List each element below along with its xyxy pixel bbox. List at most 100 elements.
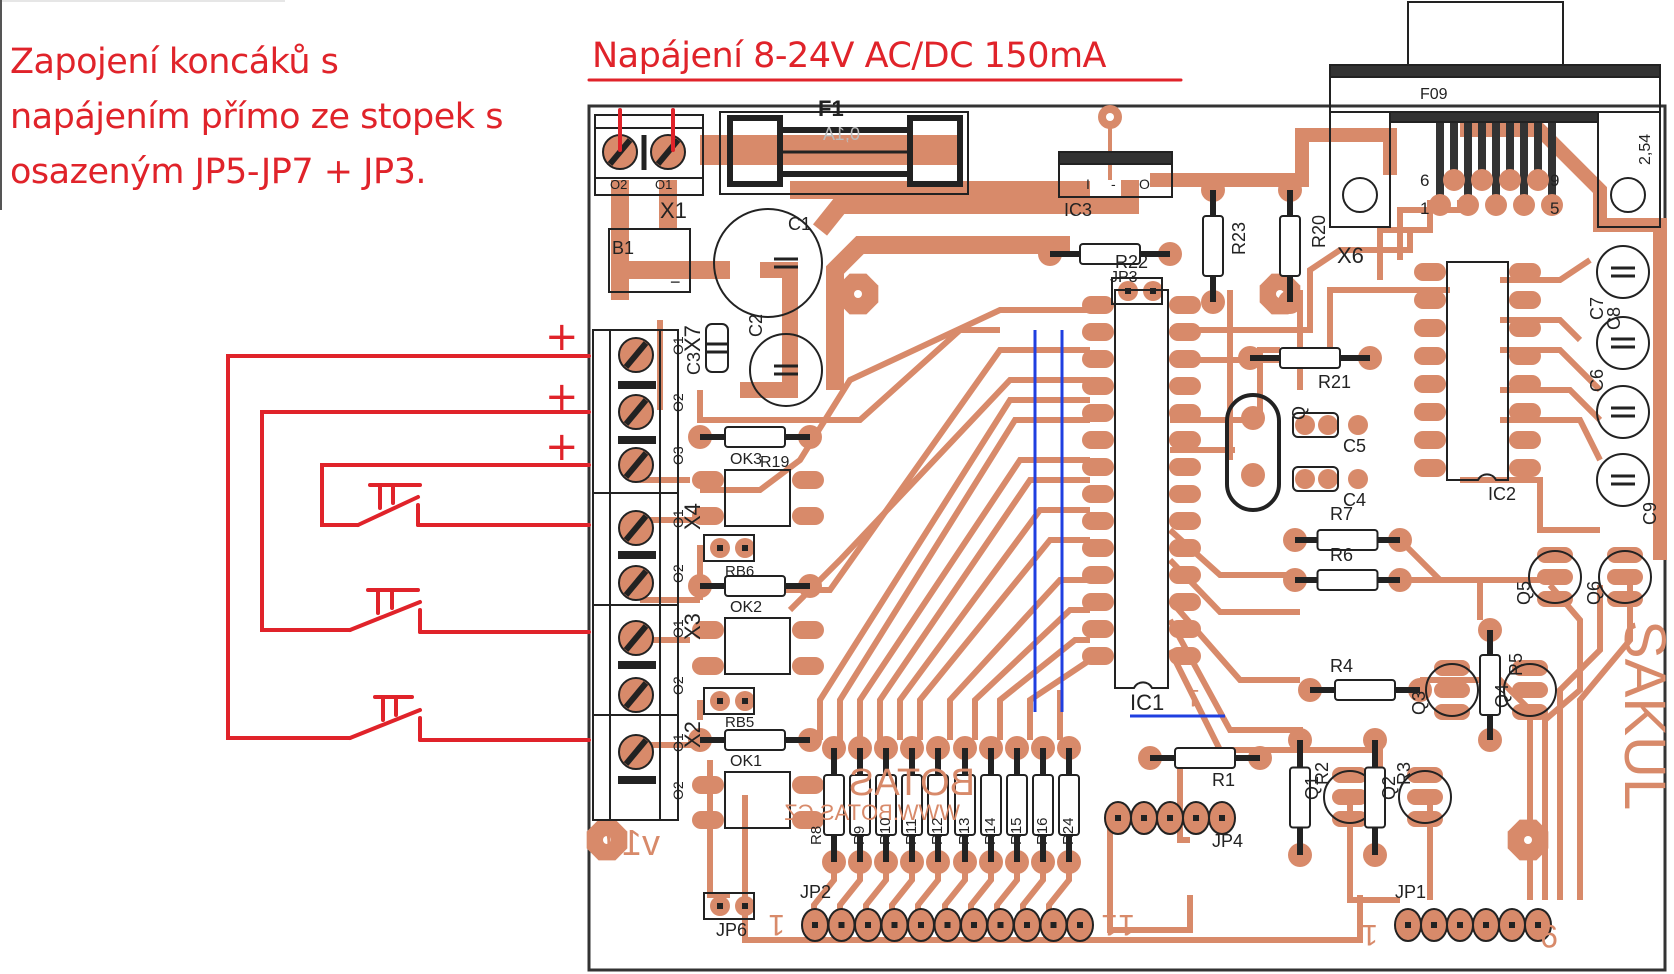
power-supply-note: Napájení 8-24V AC/DC 150mA [592, 36, 1107, 76]
wire-plus-2 [260, 410, 591, 632]
bridge-b1 [608, 228, 691, 293]
db9-pad [1499, 169, 1521, 191]
resistor-body [875, 774, 897, 836]
mirror-brand-text: BOTAS [849, 762, 975, 804]
opto-pad [692, 776, 724, 794]
opto-pad [792, 471, 824, 489]
ic2-pad [1414, 375, 1446, 393]
capacitor-c6 [1596, 385, 1650, 439]
ic2-pad [1509, 431, 1541, 449]
ic1-pad [1082, 296, 1114, 314]
transistor-q4 [1503, 663, 1557, 717]
ic2-pad [1509, 319, 1541, 337]
plus-markers: + + + [545, 314, 579, 470]
transistor-pad [1537, 591, 1573, 607]
resistor-body [1479, 654, 1501, 716]
capacitor-c7 [1596, 245, 1650, 299]
terminal-divider [618, 661, 656, 669]
label-c6: C6 [1587, 369, 1607, 392]
ic2-pad [1509, 375, 1541, 393]
optocoupler-ok3 [724, 469, 791, 527]
db9-pad [1429, 194, 1451, 216]
transistor-pad [1332, 767, 1368, 783]
ic2-pad [1414, 347, 1446, 365]
crystal-q [1225, 393, 1281, 512]
terminal-pin-label: O2 [670, 393, 686, 412]
transistor-pad [1434, 704, 1470, 720]
label-c5: C5 [1343, 436, 1366, 456]
optocoupler-ok1 [724, 771, 791, 829]
ic1-pad [1082, 485, 1114, 503]
resistor-body [1364, 766, 1386, 829]
ic1-pad [1082, 647, 1114, 665]
jp2-pin-hole [918, 922, 924, 928]
label-ic2: IC2 [1488, 484, 1516, 504]
label-f1: F1 [818, 96, 844, 121]
jp2-pin-hole [891, 922, 898, 928]
jp1-pin-hole [1405, 922, 1411, 928]
ic2-pad [1414, 263, 1446, 281]
label-rb6: RB6 [725, 563, 754, 580]
label-fuse-value: 0,1A [823, 124, 860, 144]
terminal-divider [618, 776, 656, 784]
ic2-pad [1414, 403, 1446, 421]
ic2-pad [1509, 403, 1541, 421]
label-q5: Q5 [1514, 581, 1534, 605]
plus-marker-2: + [545, 374, 579, 420]
wiring-note-line-1: Zapojení koncáků s [10, 42, 339, 82]
opto-pad [692, 621, 724, 639]
page-top-edge [0, 0, 285, 2]
resistor-body [1316, 529, 1379, 551]
terminal-pin-label: O1 [670, 509, 686, 528]
label-r6: R6 [1330, 545, 1353, 565]
brand-text: SAKUL [1612, 620, 1674, 810]
jp2-pin-hole [971, 922, 977, 928]
ic1-pad [1169, 404, 1201, 422]
db9-pin-5: 5 [1550, 199, 1559, 218]
label-x4: X4 [680, 503, 705, 530]
opto-pad [692, 507, 724, 525]
ic1-pad [1169, 458, 1201, 476]
cap-pad [1348, 415, 1368, 435]
limit-switch-2 [348, 588, 591, 634]
db9-pin-1: 1 [1420, 199, 1429, 218]
terminal-divider [618, 551, 656, 559]
transistor-pad [1512, 682, 1548, 698]
ic1-pad [1169, 620, 1201, 638]
terminal-pin-label: O2 [670, 676, 686, 695]
transistor-pad [1607, 591, 1643, 607]
label-q1: Q1 [1302, 776, 1322, 800]
db9-pin-6: 6 [1420, 171, 1429, 190]
label-x2: X2 [680, 721, 705, 748]
wire-plus-1 [226, 354, 591, 740]
ic2-pad [1414, 291, 1446, 309]
cap-pad [1295, 469, 1315, 489]
label-ic3: IC3 [1064, 200, 1092, 220]
limit-switch-1 [356, 483, 591, 527]
ic2-pad [1509, 459, 1541, 477]
wiring-note-line-3: osazeným JP5-JP7 + JP3. [10, 152, 426, 192]
pin-headers [801, 801, 1552, 942]
mounting-hole-drill [603, 836, 611, 844]
terminal-pin-label: O2 [670, 781, 686, 800]
db9-pad [1541, 194, 1563, 216]
transistor-q5 [1528, 550, 1582, 604]
opto-pad [792, 621, 824, 639]
pads [688, 122, 1643, 916]
capacitor-c1 [713, 208, 823, 318]
jumper-pin [742, 903, 748, 909]
jumper-pin [717, 698, 723, 704]
opto-pad [792, 811, 824, 829]
limit-switch-3 [348, 695, 591, 742]
jumper-wires [1033, 330, 1225, 718]
label-x3: X3 [680, 613, 705, 640]
jp2-pin-hole [1077, 922, 1083, 928]
wiring-note-line-2: napájením přímo ze stopek s [10, 97, 503, 137]
version-text: v1.0 [592, 822, 660, 863]
label-x6: X6 [1337, 243, 1364, 268]
resistor-body [1006, 774, 1028, 836]
label-r21: R21 [1318, 372, 1351, 392]
terminal-block [592, 329, 679, 821]
